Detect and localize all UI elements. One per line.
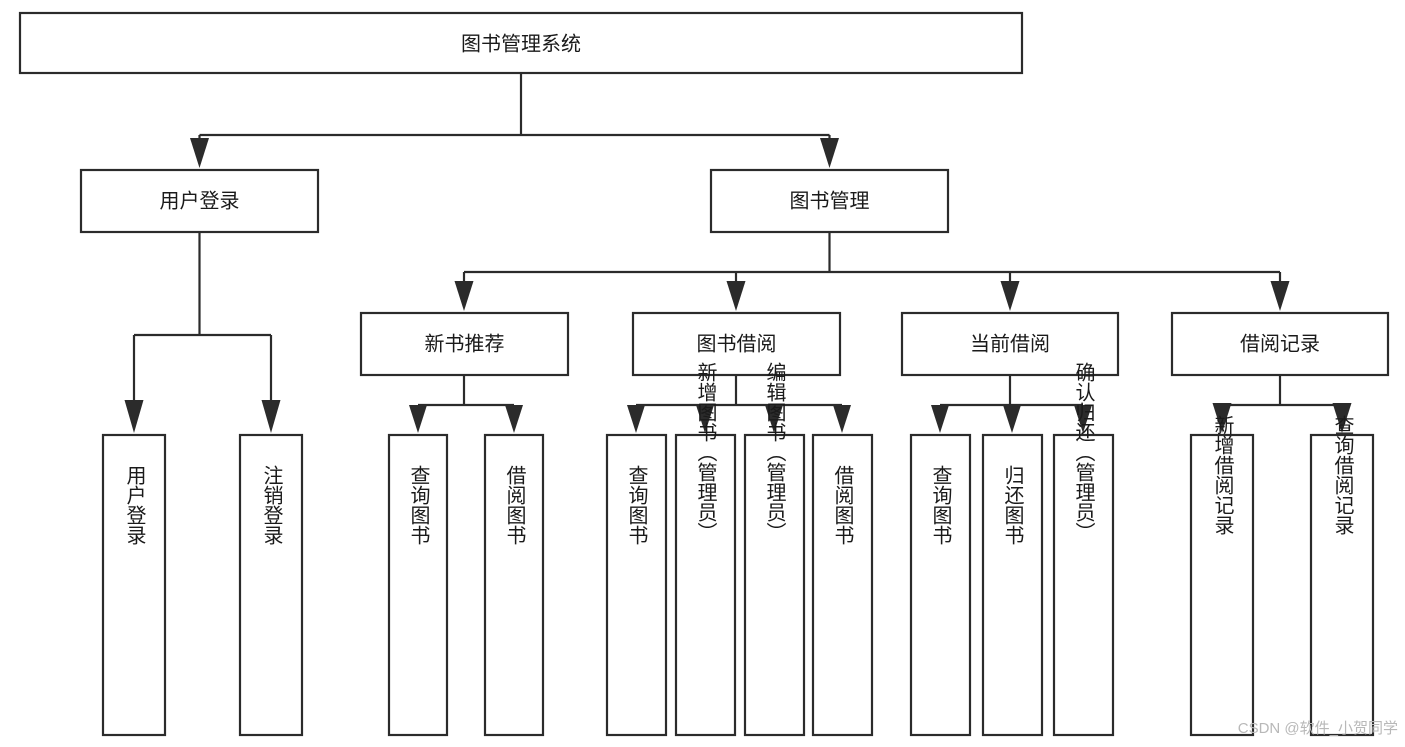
leaf-node-query-book-1[interactable]: 查询图书 [387, 433, 449, 737]
node-user-login-label: 用户登录 [160, 189, 240, 212]
node-new-book-recommend-label: 新书推荐 [425, 332, 505, 355]
leaf-return-book-label: 归还图书 [1001, 465, 1024, 545]
arrow-head-leaf-edit-book [765, 405, 783, 433]
arrow-head-leaf-return-book [1003, 405, 1021, 433]
arrow-head-book-borrow [726, 281, 746, 311]
leaf-node-add-record[interactable]: 新增借阅记录 [1189, 415, 1255, 737]
leaf-node-user-login[interactable]: 用户登录 [101, 433, 167, 737]
node-root[interactable]: 图书管理系统 [18, 11, 1024, 75]
leaf-query-record-label: 查询借阅记录 [1331, 415, 1354, 535]
leaf-add-record-label: 新增借阅记录 [1211, 415, 1234, 535]
leaf-node-confirm-return[interactable]: 确认归还（管理员） [1052, 362, 1115, 737]
leaf-user-login-label: 用户登录 [123, 465, 146, 545]
arrow-head-leaf-borrow-book-2 [833, 405, 851, 433]
leaf-query-book-2-label: 查询图书 [625, 465, 648, 545]
leaf-confirm-return-label: 确认归还（管理员） [1072, 362, 1095, 542]
node-current-borrow-label: 当前借阅 [970, 332, 1050, 355]
leaf-node-borrow-book-2[interactable]: 借阅图书 [811, 433, 874, 737]
arrow-head-leaf-query-book-2 [627, 405, 645, 433]
node-borrow-record-label: 借阅记录 [1240, 332, 1320, 355]
node-book-manage[interactable]: 图书管理 [709, 168, 950, 234]
node-new-book-recommend[interactable]: 新书推荐 [359, 311, 570, 377]
node-user-login[interactable]: 用户登录 [79, 168, 320, 234]
node-borrow-record[interactable]: 借阅记录 [1170, 311, 1390, 377]
leaf-edit-book-label: 编辑图书（管理员） [763, 362, 786, 542]
node-book-manage-label: 图书管理 [790, 189, 870, 212]
leaf-node-query-book-3[interactable]: 查询图书 [909, 433, 972, 737]
node-root-label: 图书管理系统 [461, 32, 581, 55]
arrow-head-leaf-query-book-3 [931, 405, 949, 433]
leaf-borrow-book-2-label: 借阅图书 [831, 465, 854, 545]
leaf-node-user-logout[interactable]: 注销登录 [238, 433, 304, 737]
leaf-query-book-1-label: 查询图书 [407, 465, 430, 545]
leaf-node-query-book-2[interactable]: 查询图书 [605, 433, 668, 737]
arrow-head-book-manage [820, 138, 839, 168]
arrow-head-leaf-borrow-book-1 [505, 405, 523, 433]
node-book-borrow[interactable]: 图书借阅 [631, 311, 842, 377]
arrow-head-current-borrow [1000, 281, 1020, 311]
leaf-node-return-book[interactable]: 归还图书 [981, 433, 1044, 737]
leaf-node-query-record[interactable]: 查询借阅记录 [1309, 415, 1375, 737]
node-book-borrow-label: 图书借阅 [697, 332, 777, 355]
arrow-head-new-book-recommend [454, 281, 474, 311]
arrow-head-leaf-query-book-1 [409, 405, 427, 433]
arrow-head-borrow-record [1270, 281, 1290, 311]
connector-layer [124, 73, 1352, 433]
leaf-node-add-book[interactable]: 新增图书（管理员） [674, 362, 737, 737]
arrow-head-leaf-query-record [1332, 403, 1352, 433]
arrow-head-leaf-add-book [696, 405, 714, 433]
leaf-borrow-book-1-label: 借阅图书 [503, 465, 526, 545]
arrow-head-leaf-user-login [124, 400, 144, 433]
arrow-head-leaf-user-logout [261, 400, 281, 433]
leaf-add-book-label: 新增图书（管理员） [694, 362, 717, 542]
leaf-query-book-3-label: 查询图书 [929, 465, 952, 545]
leaf-node-edit-book[interactable]: 编辑图书（管理员） [743, 362, 806, 737]
leaf-node-borrow-book-1[interactable]: 借阅图书 [483, 433, 545, 737]
node-current-borrow[interactable]: 当前借阅 [900, 311, 1120, 377]
arrow-head-leaf-confirm-return [1074, 405, 1092, 433]
arrow-head-user-login [190, 138, 209, 168]
arrow-head-leaf-add-record [1212, 403, 1232, 433]
leaf-user-logout-label: 注销登录 [260, 465, 283, 545]
csdn-watermark: CSDN @软件_小贺同学 [1238, 720, 1398, 737]
